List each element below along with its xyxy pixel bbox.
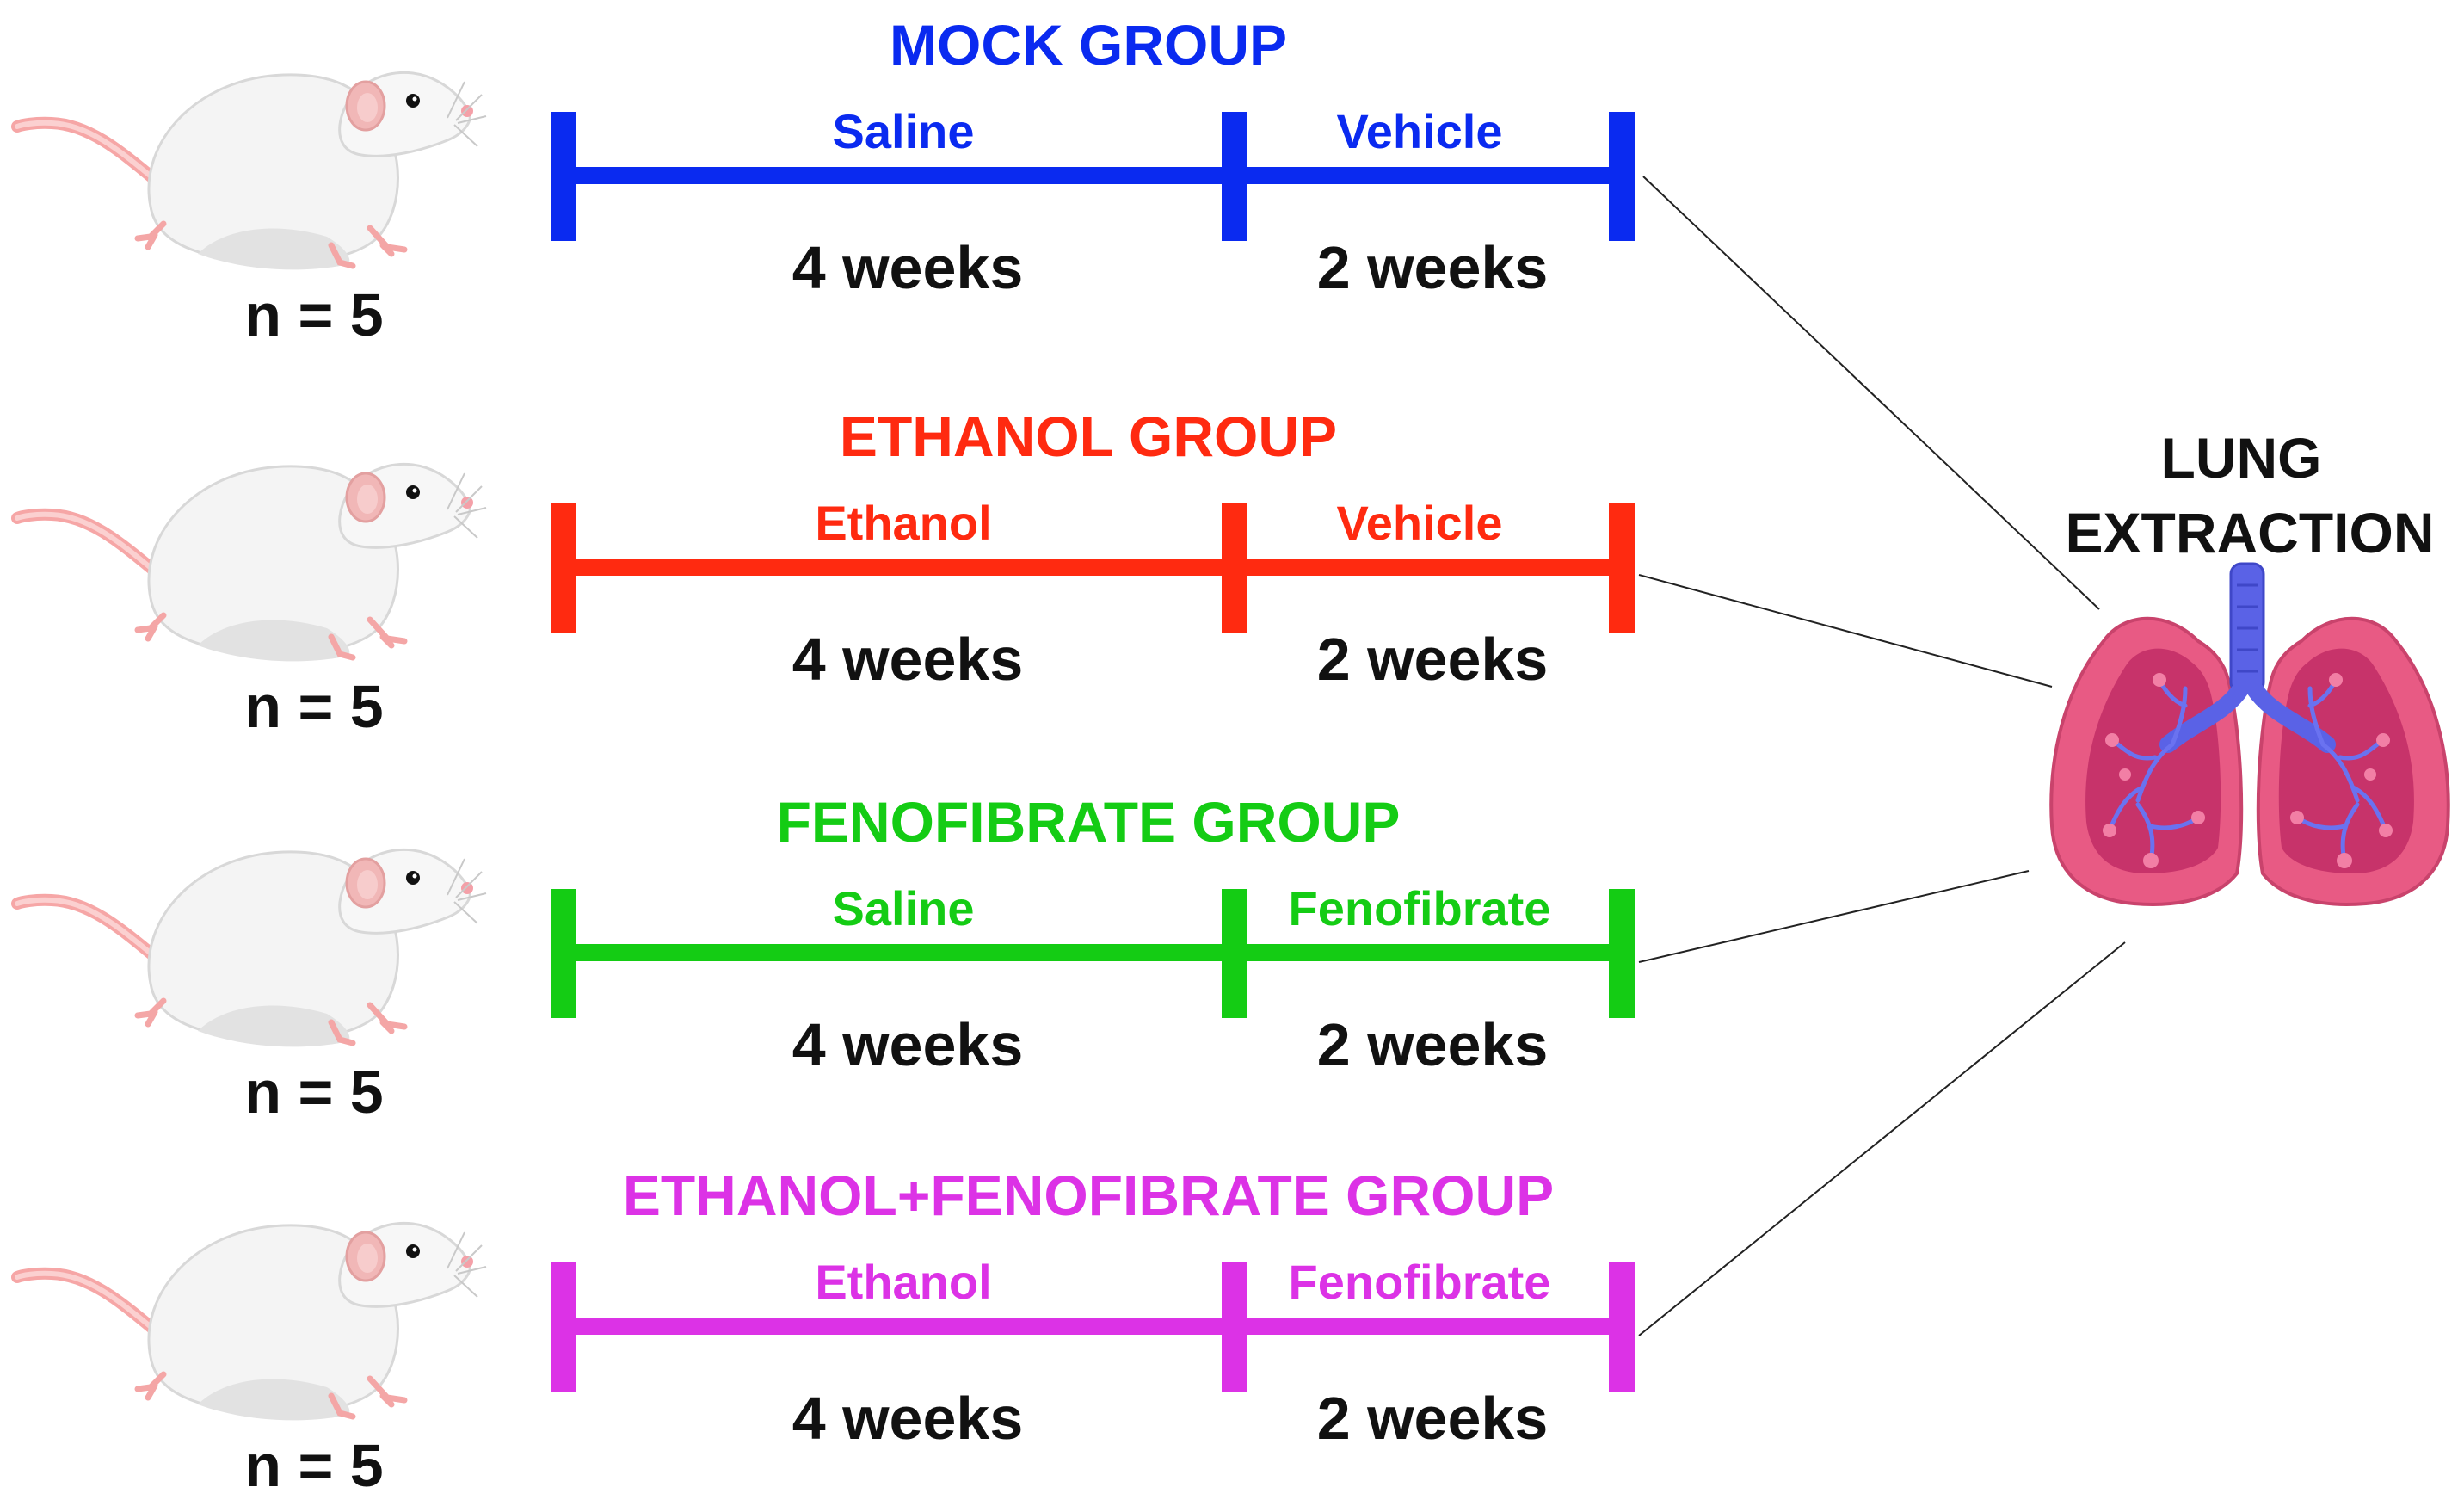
group-row-fenofibrate: n = 5 FENOFIBRATE GROUP Saline 4 weeks Fenof… <box>17 790 1635 1126</box>
timeline-mid-tick <box>1222 503 1247 633</box>
phase-label-2: Fenofibrate <box>1289 881 1551 935</box>
timeline-bar <box>551 503 1635 633</box>
phase-label-2: Vehicle <box>1336 104 1502 158</box>
phase-label-2: Vehicle <box>1336 496 1502 550</box>
group-title: FENOFIBRATE GROUP <box>777 790 1401 854</box>
lungs-icon <box>2049 562 2450 906</box>
phase-duration-1: 4 weeks <box>792 1011 1024 1078</box>
connector-line-ethanol <box>1638 574 2053 688</box>
group-count-label: n = 5 <box>244 1432 383 1499</box>
group-title: MOCK GROUP <box>890 13 1287 77</box>
phase-duration-2: 2 weeks <box>1317 234 1549 301</box>
group-row-ethanol-fenofibrate: n = 5 ETHANOL+FENOFIBRATE GROUP Ethanol 4 w… <box>17 1163 1635 1499</box>
phase-duration-1: 4 weeks <box>792 1385 1024 1452</box>
group-count-label: n = 5 <box>244 281 383 349</box>
phase-label-2: Fenofibrate <box>1289 1255 1551 1309</box>
phase-duration-2: 2 weeks <box>1317 1385 1549 1452</box>
timeline-line <box>564 559 1622 576</box>
timeline-end-tick <box>1609 1262 1635 1392</box>
outcome-label-line2: EXTRACTION <box>2066 501 2435 565</box>
timeline-bar <box>551 112 1635 241</box>
timeline-line <box>564 944 1622 961</box>
timeline-bar <box>551 1262 1635 1392</box>
timeline-bar <box>551 889 1635 1018</box>
connector-line-combined <box>1638 941 2126 1336</box>
timeline-line <box>564 167 1622 184</box>
timeline-mid-tick <box>1222 1262 1247 1392</box>
phase-label-1: Ethanol <box>815 496 991 550</box>
timeline-start-tick <box>551 889 576 1018</box>
phase-duration-1: 4 weeks <box>792 234 1024 301</box>
group-title: ETHANOL+FENOFIBRATE GROUP <box>623 1163 1554 1227</box>
timeline-end-tick <box>1609 503 1635 633</box>
group-row-ethanol: n = 5 ETHANOL GROUP Ethanol 4 weeks Vehicle 2… <box>17 404 1635 740</box>
connector-line-fenofibrate <box>1638 870 2030 963</box>
phase-label-1: Ethanol <box>815 1255 991 1309</box>
timeline-end-tick <box>1609 112 1635 241</box>
group-title: ETHANOL GROUP <box>840 404 1337 468</box>
timeline-end-tick <box>1609 889 1635 1018</box>
timeline-line <box>564 1318 1622 1335</box>
rat-icon <box>17 1223 486 1420</box>
timeline-mid-tick <box>1222 889 1247 1018</box>
rat-icon <box>17 849 486 1046</box>
phase-label-1: Saline <box>833 104 975 158</box>
phase-duration-1: 4 weeks <box>792 626 1024 693</box>
outcome-label-line1: LUNG <box>2161 426 2322 490</box>
connector-lines <box>1638 176 2126 1336</box>
timeline-start-tick <box>551 1262 576 1392</box>
rat-icon <box>17 72 486 269</box>
rat-icon <box>17 464 486 661</box>
phase-duration-2: 2 weeks <box>1317 626 1549 693</box>
group-count-label: n = 5 <box>244 1059 383 1126</box>
connector-line-mock <box>1642 176 2100 610</box>
phase-label-1: Saline <box>833 881 975 935</box>
group-count-label: n = 5 <box>244 673 383 740</box>
timeline-start-tick <box>551 112 576 241</box>
phase-duration-2: 2 weeks <box>1317 1011 1549 1078</box>
group-row-mock: n = 5 MOCK GROUP Saline 4 weeks Vehicle 2 wee… <box>17 13 1635 349</box>
timeline-mid-tick <box>1222 112 1247 241</box>
timeline-start-tick <box>551 503 576 633</box>
